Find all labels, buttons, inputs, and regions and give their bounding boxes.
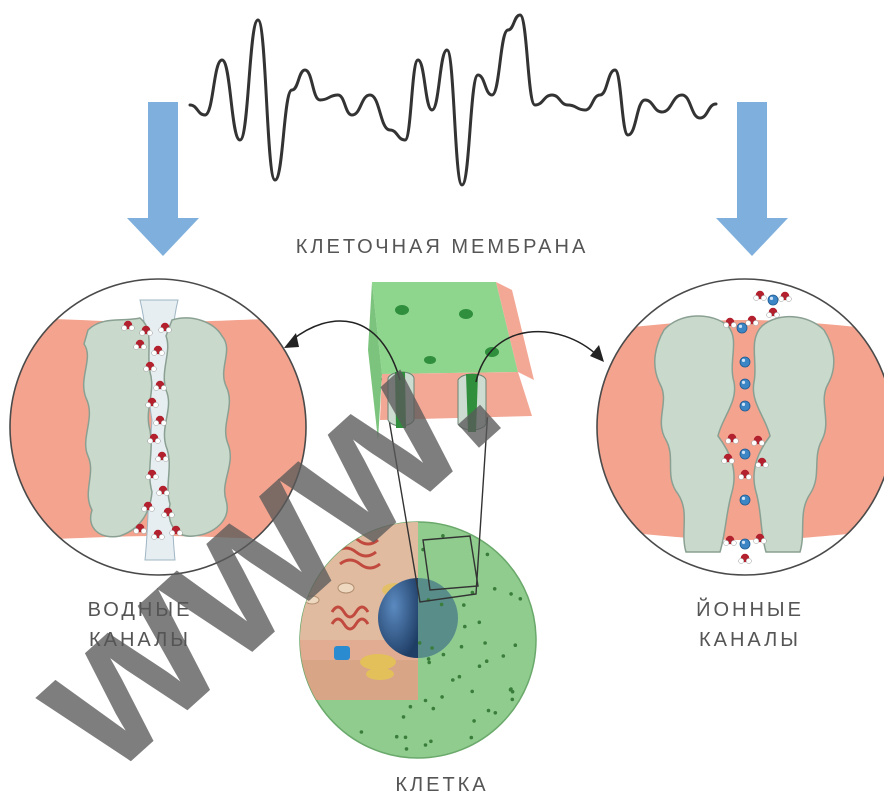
cell-surface-dot (472, 719, 476, 723)
cell-surface-dot (519, 597, 523, 601)
cell-surface-dot (395, 735, 399, 739)
cell-surface-dot (440, 603, 444, 607)
cell-surface-dot (430, 646, 434, 650)
cell-surface-dot (427, 657, 431, 661)
ion-channel-zoom (597, 279, 884, 575)
cell-surface-dot (424, 699, 428, 703)
cell-surface-dot (440, 695, 444, 699)
cell-surface-dot (493, 587, 497, 591)
cell-surface-dot (462, 603, 466, 607)
cell-surface-dot (409, 705, 413, 709)
cell-surface-dot (451, 678, 455, 682)
cell-surface-dot (502, 654, 506, 658)
cell-surface-dot (432, 707, 436, 711)
cell-surface-dot (402, 715, 406, 719)
cell-surface-dot (470, 690, 474, 694)
cell-surface-dot (470, 736, 474, 740)
membrane-label: КЛЕТОЧНАЯ МЕМБРАНА (0, 232, 884, 262)
cell-surface-dot (424, 743, 428, 747)
cell-surface-dot (483, 641, 487, 645)
cell-surface-dot (404, 736, 408, 740)
cell-surface-dot (511, 698, 515, 702)
cell-surface-dot (478, 621, 482, 625)
cell-surface-dot (494, 711, 498, 715)
cell-surface-dot (486, 553, 490, 557)
cell-surface-dot (360, 730, 364, 734)
cell-surface-dot (442, 653, 446, 657)
water-channels-label: ВОДНЫЕ КАНАЛЫ (60, 595, 220, 655)
cell-surface-dot (427, 661, 431, 665)
ion-channels-label: ЙОННЫЕ КАНАЛЫ (670, 595, 830, 655)
cell-surface-dot (458, 675, 462, 679)
cell-surface-dot (405, 747, 409, 751)
cell-surface-dot (418, 641, 422, 645)
cell-surface-dot (463, 625, 467, 629)
cell-surface-dot (460, 645, 464, 649)
cell-surface-dot (509, 687, 513, 691)
cell-surface-dot (509, 592, 513, 596)
cell-surface-dot (478, 664, 482, 668)
cell-surface-dot (487, 709, 491, 713)
wave-icon (190, 15, 716, 185)
cell-label: КЛЕТКА (0, 770, 884, 800)
cell-surface-dot (429, 740, 433, 744)
cell-surface-dot (485, 659, 489, 663)
cell-surface-dot (514, 643, 518, 647)
